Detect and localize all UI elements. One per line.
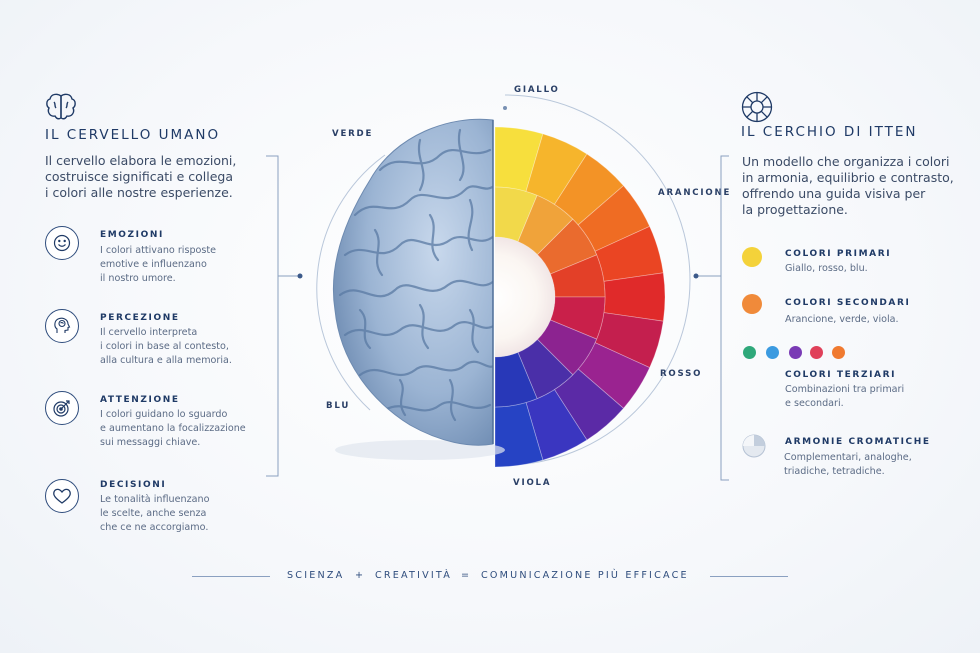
item-line: le scelte, anche senza	[100, 508, 207, 519]
footer-creativita: CREATIVITÀ	[375, 570, 453, 581]
label-arancione: ARANCIONE	[658, 188, 732, 198]
head-brain-icon	[45, 309, 79, 343]
item-title-primari: COLORI PRIMARI	[785, 249, 892, 259]
item-body-decisioni: Le tonalità influenzano le scelte, anche…	[100, 493, 209, 535]
label-rosso: ROSSO	[660, 369, 703, 379]
item-line: e aumentano la focalizzazione	[100, 423, 246, 434]
item-title-attenzione: ATTENZIONE	[100, 395, 180, 405]
right-lead-line: Un modello che organizza i colori	[742, 154, 950, 169]
item-line: il nostro umore.	[100, 273, 176, 284]
swatch-tertiary-4	[810, 346, 823, 359]
right-bracket	[693, 155, 729, 481]
footer-scienza: SCIENZA	[287, 570, 345, 581]
item-body-attenzione: I colori guidano lo sguardo e aumentano …	[100, 408, 246, 450]
target-icon	[45, 391, 79, 425]
left-lead-line: i colori alle nostre esperienze.	[45, 185, 233, 200]
right-lead-line: la progettazione.	[742, 202, 848, 217]
item-body-secondari: Arancione, verde, viola.	[785, 313, 899, 327]
item-body-armonie: Complementari, analoghe, triadiche, tetr…	[784, 451, 912, 479]
swatch-tertiary-3	[789, 346, 802, 359]
right-lead: Un modello che organizza i colori in arm…	[742, 154, 954, 218]
item-title-terziari: COLORI TERZIARI	[785, 370, 897, 380]
left-lead: Il cervello elabora le emozioni, costrui…	[45, 153, 236, 201]
item-title-decisioni: DECISIONI	[100, 480, 167, 490]
item-line: Le tonalità influenzano	[100, 494, 210, 505]
item-body-primari: Giallo, rosso, blu.	[785, 262, 868, 276]
label-verde: VERDE	[332, 129, 374, 139]
color-wheel-hub	[495, 237, 555, 357]
right-title: IL CERCHIO DI ITTEN	[741, 124, 918, 140]
item-line: Combinazioni tra primari	[785, 384, 905, 395]
item-line: triadiche, tetradiche.	[784, 466, 885, 477]
harmony-pie-icon	[742, 434, 766, 458]
item-line: i colori in base al contesto,	[100, 341, 229, 352]
left-bracket	[266, 155, 303, 477]
left-lead-line: Il cervello elabora le emozioni,	[45, 153, 237, 168]
swatch-primary	[742, 247, 762, 267]
item-line: Complementari, analoghe,	[784, 452, 912, 463]
item-line: che ce ne accorgiamo.	[100, 522, 209, 533]
item-line: I colori guidano lo sguardo	[100, 409, 228, 420]
brain-wheel-illustration	[316, 94, 691, 468]
brain-logo-icon	[45, 92, 77, 122]
swatch-tertiary-5	[832, 346, 845, 359]
item-title-armonie: ARMONIE CROMATICHE	[785, 437, 931, 447]
swatch-secondary	[742, 294, 762, 314]
label-viola: VIOLA	[513, 478, 552, 488]
item-line: alla cultura e alla memoria.	[100, 355, 232, 366]
item-line: e secondari.	[785, 398, 844, 409]
item-body-terziari: Combinazioni tra primari e secondari.	[785, 383, 904, 411]
item-line: I colori attivano risposte	[100, 245, 217, 256]
item-line: Il cervello interpreta	[100, 327, 198, 338]
color-wheel-outer-ring	[495, 126, 666, 468]
right-lead-line: offrendo una guida visiva per	[742, 186, 926, 201]
footer-rule-right	[710, 576, 788, 577]
heart-icon	[45, 479, 79, 513]
item-title-emozioni: EMOZIONI	[100, 230, 164, 240]
brain-hemisphere	[332, 118, 505, 460]
footer-equals: =	[461, 570, 472, 581]
item-body-emozioni: I colori attivano risposte emotive e inf…	[100, 244, 216, 286]
smile-icon	[45, 226, 79, 260]
footer-comunicazione: COMUNICAZIONE PIÙ EFFICACE	[481, 570, 689, 581]
swatch-tertiary-1	[743, 346, 756, 359]
item-title-secondari: COLORI SECONDARI	[785, 298, 911, 308]
item-line: Arancione, verde, viola.	[785, 314, 899, 325]
footer-plus: +	[355, 570, 366, 581]
item-line: emotive e influenzano	[100, 259, 207, 270]
left-lead-line: costruisce significati e collega	[45, 169, 234, 184]
swatch-tertiary-2	[766, 346, 779, 359]
left-title: IL CERVELLO UMANO	[45, 127, 221, 143]
color-wheel-inner-ring	[495, 186, 606, 408]
color-wheel-logo-icon	[741, 91, 773, 123]
item-line: sui messaggi chiave.	[100, 437, 201, 448]
footer-rule-left	[192, 576, 270, 577]
label-blu: BLU	[326, 401, 351, 411]
right-lead-line: in armonia, equilibrio e contrasto,	[742, 170, 954, 185]
item-line: Giallo, rosso, blu.	[785, 263, 868, 274]
label-giallo: GIALLO	[514, 85, 560, 95]
item-title-percezione: PERCEZIONE	[100, 313, 180, 323]
item-body-percezione: Il cervello interpreta i colori in base …	[100, 326, 232, 368]
